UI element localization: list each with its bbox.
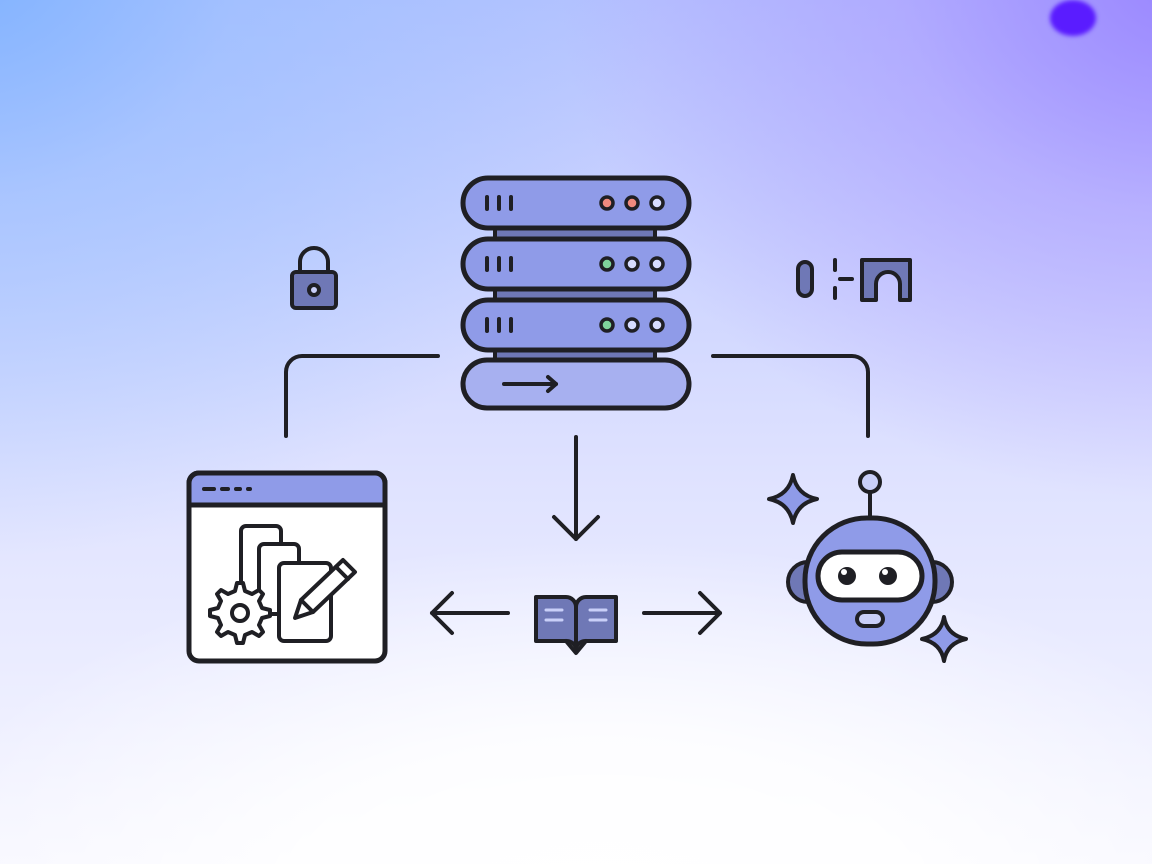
sparkle-icon [920, 615, 968, 663]
status-led [599, 195, 615, 211]
arrow-right-icon [642, 591, 722, 635]
document-editor-window-icon [186, 470, 388, 664]
status-led [649, 317, 665, 333]
server-stack-icon [460, 175, 692, 411]
server-unit-1 [460, 175, 692, 231]
server-unit-2 [460, 236, 692, 292]
robot-assistant-icon [786, 470, 954, 647]
connector-line [284, 354, 870, 438]
status-led [649, 195, 665, 211]
accent-dot [1050, 0, 1096, 36]
server-unit-3 [460, 297, 692, 353]
gear-icon [208, 581, 272, 645]
status-led [624, 256, 640, 272]
padlock-icon [290, 246, 338, 310]
status-led [649, 256, 665, 272]
server-base [460, 357, 692, 411]
pencil-icon [293, 558, 357, 620]
status-led [624, 195, 640, 211]
status-led [624, 317, 640, 333]
status-led [599, 256, 615, 272]
arrow-down-icon [552, 435, 600, 541]
arrow-right-icon [502, 375, 558, 393]
sparkle-icon [767, 473, 819, 525]
status-led [599, 317, 615, 333]
arrow-left-icon [430, 591, 510, 635]
open-book-icon [534, 595, 618, 655]
plug-connector-icon [796, 258, 912, 302]
